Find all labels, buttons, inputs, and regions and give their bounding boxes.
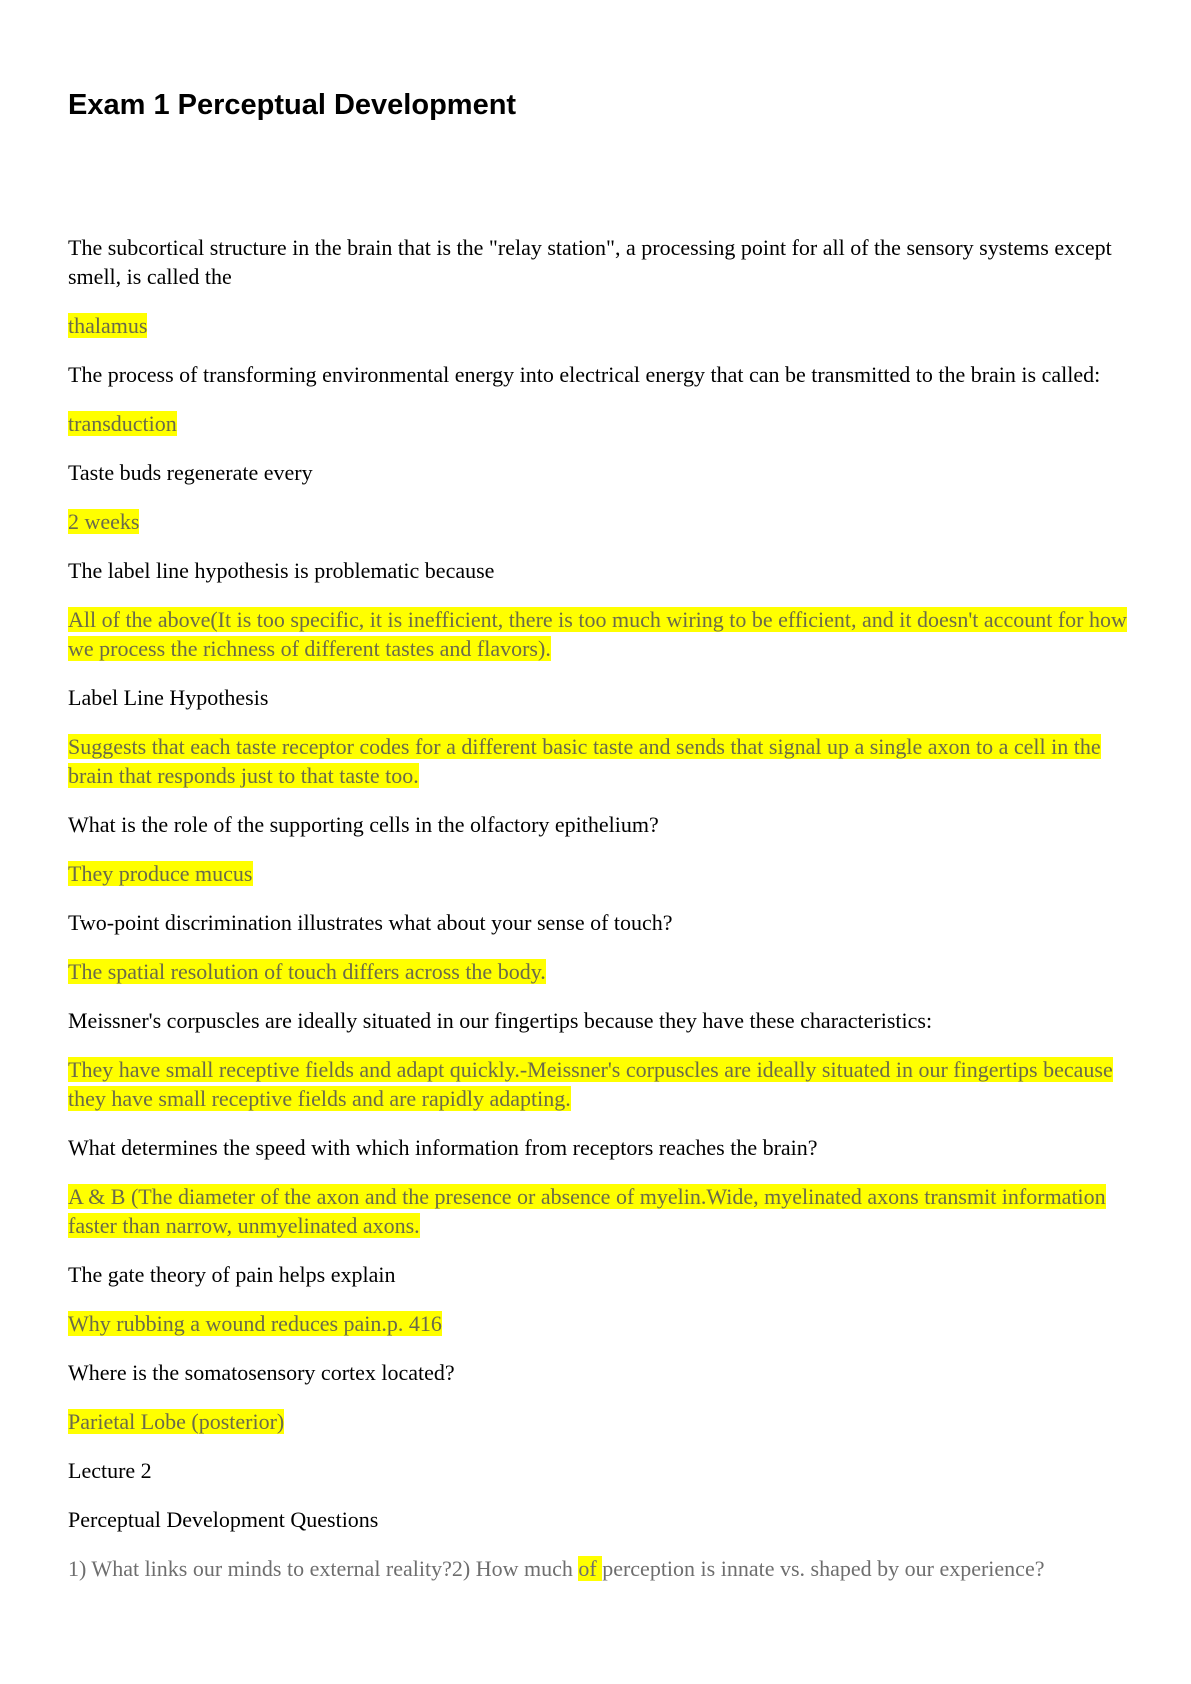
answer-10: Why rubbing a wound reduces pain.p. 416 (68, 1309, 1128, 1338)
answer-8-text: They have small receptive fields and ada… (68, 1057, 1113, 1111)
qa-content: The subcortical structure in the brain t… (68, 233, 1128, 1603)
question-3: Taste buds regenerate every (68, 460, 313, 485)
final-question-line: 1) What links our minds to external real… (68, 1554, 1128, 1583)
answer-4-text: All of the above(It is too specific, it … (68, 607, 1127, 661)
answer-2-text: transduction (68, 411, 177, 436)
question-5: Label Line Hypothesis (68, 685, 269, 710)
answer-11: Parietal Lobe (posterior) (68, 1407, 1128, 1436)
answer-5: Suggests that each taste receptor codes … (68, 732, 1128, 790)
question-10: The gate theory of pain helps explain (68, 1262, 396, 1287)
question-8: Meissner's corpuscles are ideally situat… (68, 1008, 933, 1033)
answer-9: A & B (The diameter of the axon and the … (68, 1182, 1128, 1240)
answer-11-text: Parietal Lobe (posterior) (68, 1409, 285, 1434)
answer-1: thalamus (68, 311, 1128, 340)
answer-3-text: 2 weeks (68, 509, 140, 534)
answer-9-text: A & B (The diameter of the axon and the … (68, 1184, 1106, 1238)
lecture-heading: Lecture 2 (68, 1458, 152, 1483)
question-6: What is the role of the supporting cells… (68, 812, 659, 837)
answer-5-text: Suggests that each taste receptor codes … (68, 734, 1101, 788)
question-2: The process of transforming environmenta… (68, 362, 1101, 387)
answer-1-text: thalamus (68, 313, 148, 338)
question-4: The label line hypothesis is problematic… (68, 558, 495, 583)
final-line-highlight: of (578, 1556, 603, 1581)
answer-3: 2 weeks (68, 507, 1128, 536)
question-11: Where is the somatosensory cortex locate… (68, 1360, 455, 1385)
document-title: Exam 1 Perceptual Development (68, 89, 517, 121)
answer-2: transduction (68, 409, 1128, 438)
question-1: The subcortical structure in the brain t… (68, 235, 1112, 289)
answer-4: All of the above(It is too specific, it … (68, 605, 1128, 663)
answer-8: They have small receptive fields and ada… (68, 1055, 1128, 1113)
final-line-after: perception is innate vs. shaped by our e… (602, 1556, 1045, 1581)
answer-6-text: They produce mucus (68, 861, 253, 886)
question-9: What determines the speed with which inf… (68, 1135, 818, 1160)
final-line-before: 1) What links our minds to external real… (68, 1556, 579, 1581)
answer-10-text: Why rubbing a wound reduces pain.p. 416 (68, 1311, 442, 1336)
answer-6: They produce mucus (68, 859, 1128, 888)
answer-7: The spatial resolution of touch differs … (68, 957, 1128, 986)
question-7: Two-point discrimination illustrates wha… (68, 910, 673, 935)
answer-7-text: The spatial resolution of touch differs … (68, 959, 546, 984)
section-heading: Perceptual Development Questions (68, 1507, 379, 1532)
